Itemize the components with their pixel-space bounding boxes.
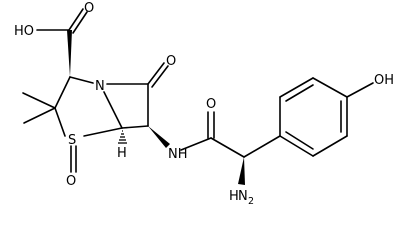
bond-cooh-double-b [72,11,88,34]
label-ring-s: S [68,133,76,148]
bond-co-calpha [210,137,245,158]
bond-calpha-ipso [243,135,281,158]
label-phenol-oh: OH [374,73,394,88]
label-amine-subscript: 2 [248,196,254,207]
bond-methyl-2 [23,107,56,124]
bond-ring-oh [346,82,374,98]
stereo-bond-layer [67,30,245,185]
label-ring-n: N [95,79,105,94]
label-sulfoxide-o: O [66,174,76,189]
wedge-c3-cooh [67,30,72,77]
wedge-calpha-nh2 [238,157,245,185]
molecule-drawing: HO O N O S O H NH O H N 2 OH [14,1,394,207]
label-amine-n: N [238,189,248,204]
label-bridge-h: H [117,146,127,161]
bond-ring-2 [279,77,314,98]
bond-c6-c5 [121,125,149,129]
bond-n-c5 [103,91,123,129]
structure-diagram: HO O N O S O H NH O H N 2 OH [14,1,395,207]
bond-ring-6 [279,135,314,157]
bond-cooh-double-a [68,8,84,31]
bond-nh-co [180,137,212,151]
bond-lactam-co-b [151,65,169,88]
label-amide-nh: NH [168,147,188,162]
wedge-c6-nh [148,126,170,148]
bond-ring-inner-1 [285,84,314,102]
hash-c5-h [118,130,127,144]
bond-c3-n [69,76,94,84]
bond-c5-s [83,127,123,137]
bond-lactam-co-a [147,62,165,85]
bond-ring-5 [312,135,348,157]
label-amide-o: O [206,97,216,112]
bond-ring-inner-3 [285,131,314,150]
bond-ring-3 [312,77,348,98]
label-amine-h: H [229,189,239,204]
bond-s-c2 [54,107,66,137]
label-lactam-o: O [166,54,176,69]
label-carboxyl-oh: HO [14,24,34,39]
bond-c2-c3 [54,76,71,109]
bond-layer [22,8,374,173]
bond-methyl-1 [22,92,56,109]
label-carboxyl-o: O [84,1,94,16]
atom-label-layer: HO O N O S O H NH O H N 2 OH [14,1,394,207]
